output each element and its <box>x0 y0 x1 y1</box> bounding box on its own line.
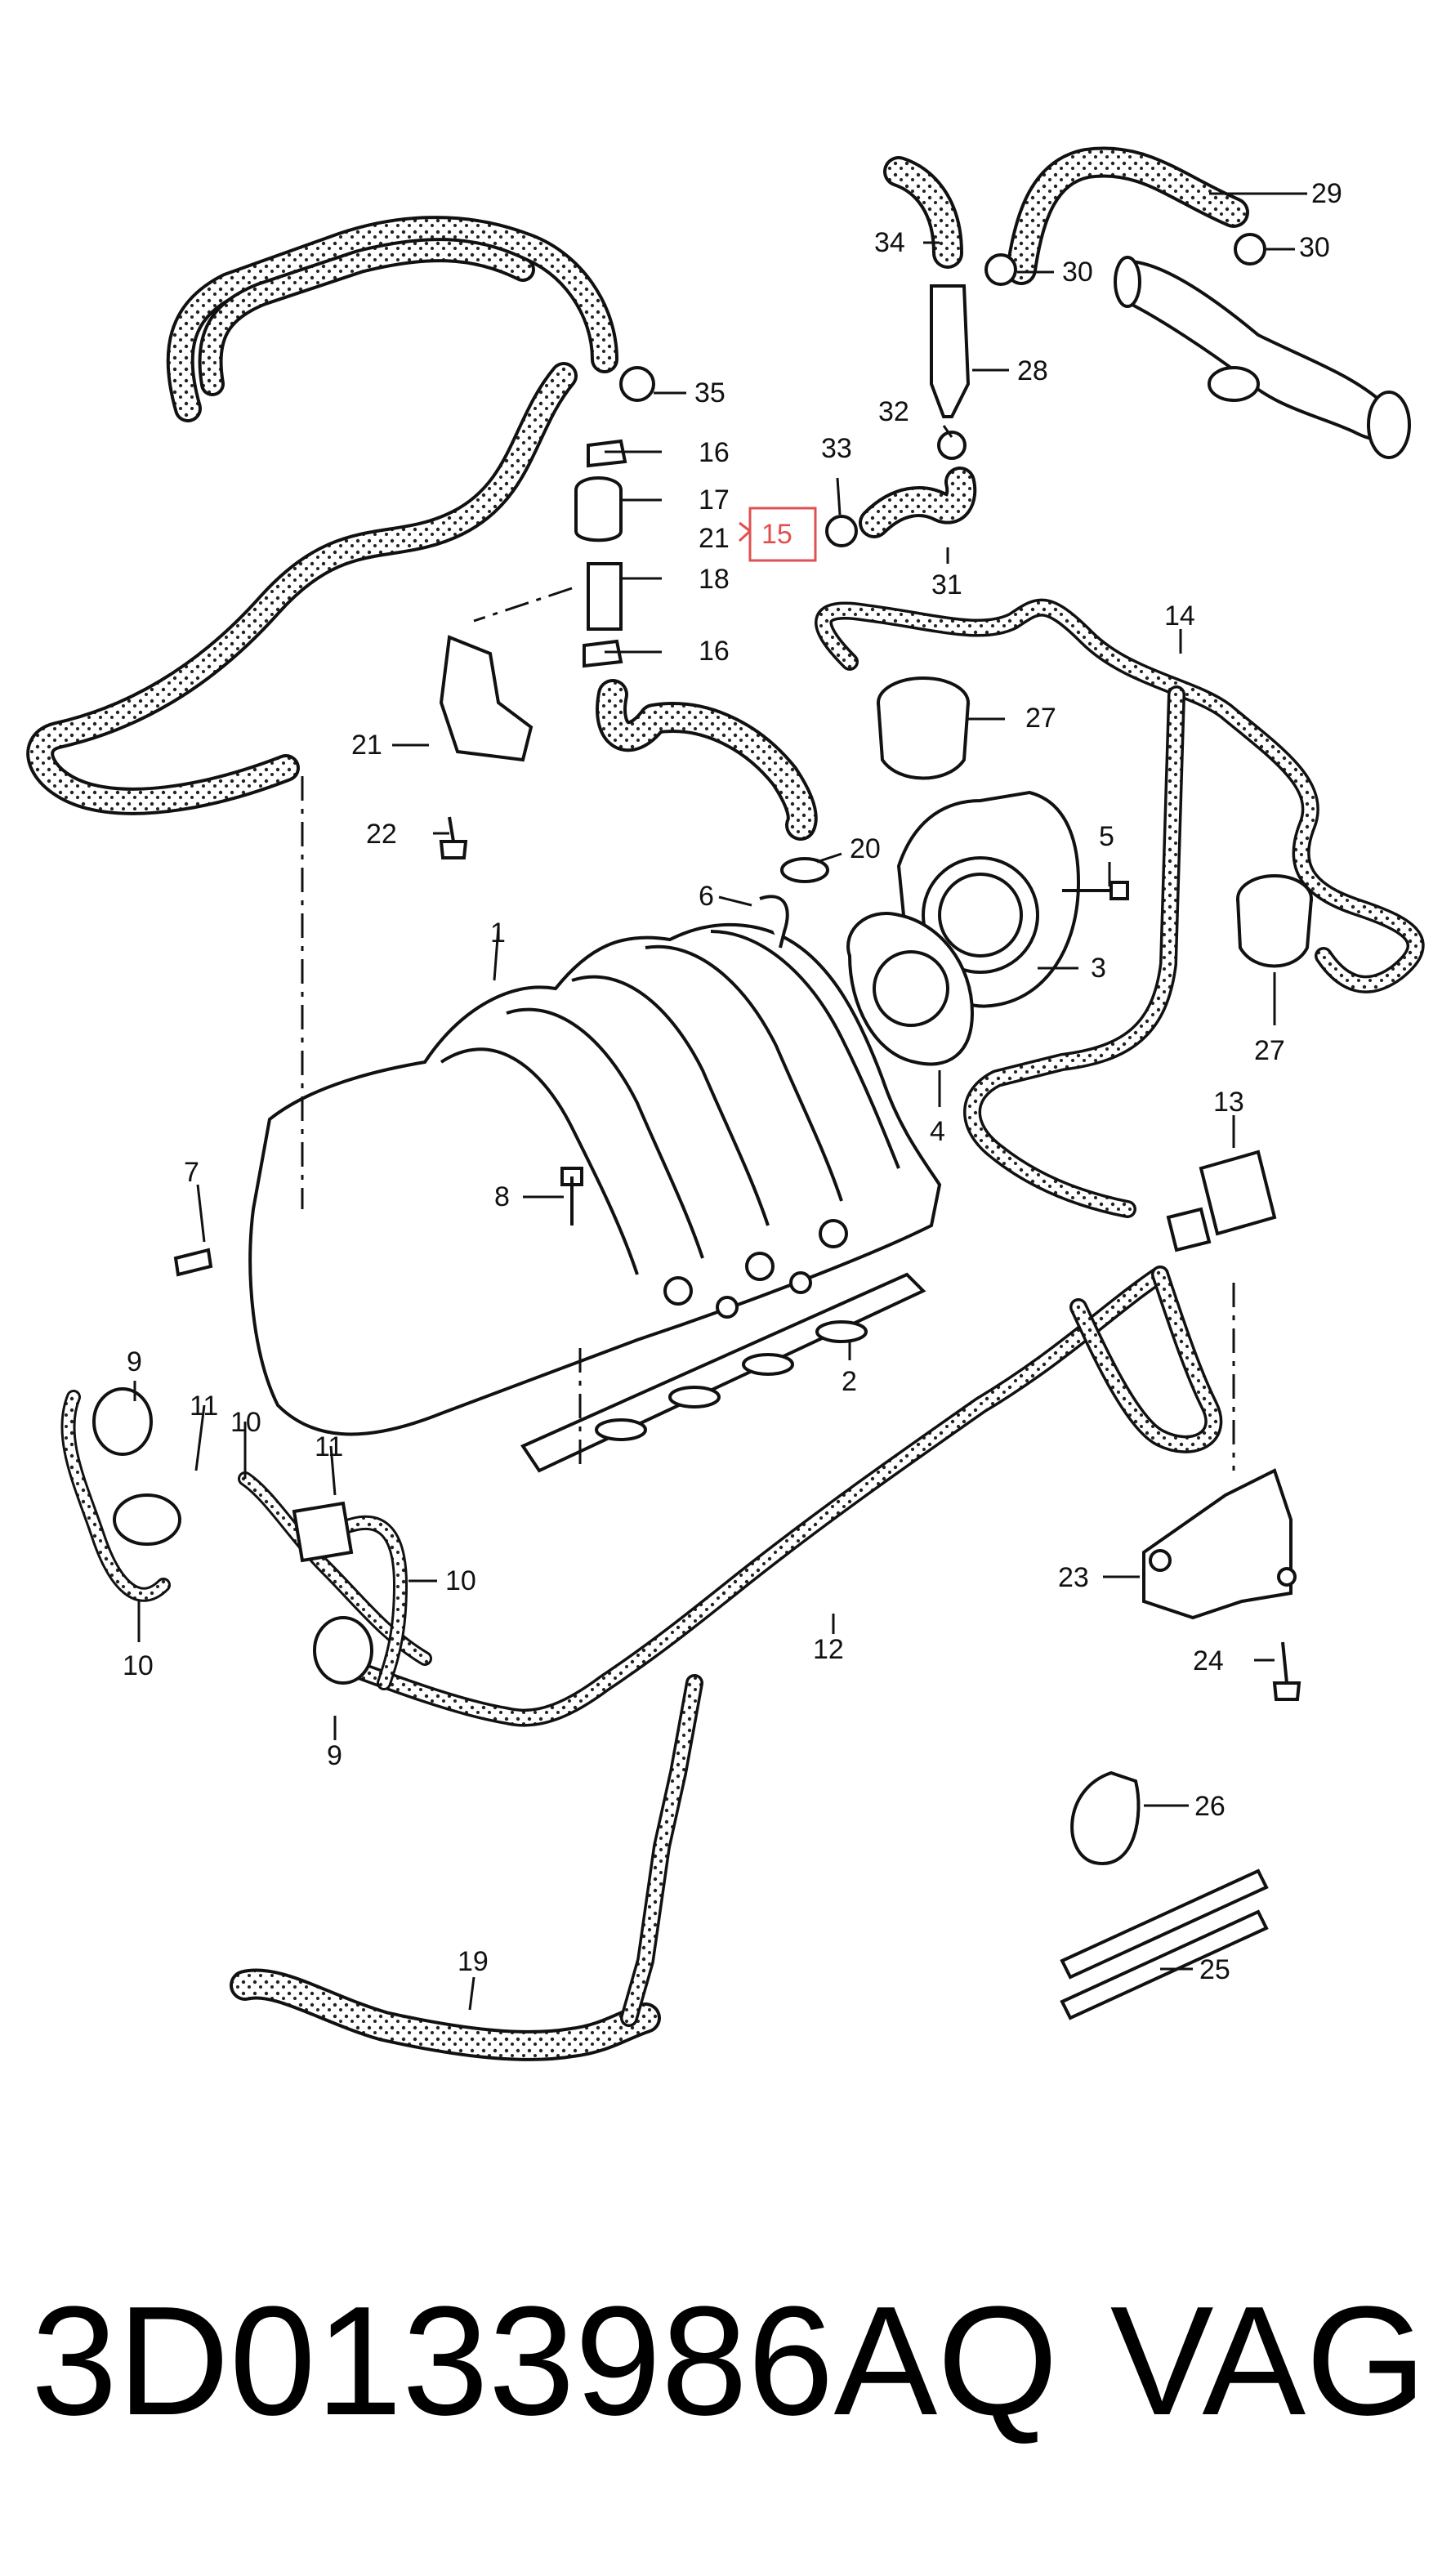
callout-25: 25 <box>1199 1954 1230 1985</box>
pipe-7 <box>173 1248 213 1277</box>
clamp-33 <box>825 515 858 547</box>
callout-5: 5 <box>1099 821 1114 852</box>
callout-9: 9 <box>327 1740 342 1771</box>
callout-13: 13 <box>1213 1087 1244 1118</box>
callout-27: 27 <box>1025 703 1056 734</box>
callout-18: 18 <box>699 564 730 595</box>
bolt-5 <box>1062 881 1129 900</box>
clamp-35 <box>619 366 655 402</box>
hoses <box>26 146 1425 2061</box>
callout-9: 9 <box>127 1346 142 1377</box>
bracket-23 <box>1142 1468 1301 1701</box>
callout-31: 31 <box>931 569 962 600</box>
fitting-28 <box>930 284 971 418</box>
clamp-30a <box>984 253 1017 286</box>
callout-16: 16 <box>699 437 730 468</box>
sensor-17 <box>574 476 623 542</box>
solenoid-13 <box>1166 1150 1277 1252</box>
actuators-9 <box>92 1387 373 1685</box>
callout-leaders <box>133 192 1307 2011</box>
callout-23: 23 <box>1058 1562 1089 1593</box>
callout-15-highlight <box>748 507 817 562</box>
callout-19: 19 <box>458 1946 489 1977</box>
valves-27 <box>877 676 1313 968</box>
callout-21: 21 <box>351 730 382 761</box>
callout-34: 34 <box>874 227 905 258</box>
leader-lines <box>301 587 1235 1471</box>
callout-15: 15 <box>761 519 792 550</box>
clip-16-top <box>587 439 627 468</box>
callout-10: 10 <box>445 1565 476 1596</box>
part-number: 3D0133986AQ <box>31 2275 1059 2448</box>
callout-10: 10 <box>230 1407 261 1438</box>
throttle-body <box>846 790 1081 1066</box>
cable-tie-25b <box>1060 1909 1269 2020</box>
bolt-24 <box>1272 1641 1301 1701</box>
callout-7: 7 <box>184 1157 199 1188</box>
callout-17: 17 <box>699 484 730 516</box>
callout-22: 22 <box>366 819 397 850</box>
callout-4: 4 <box>930 1116 945 1147</box>
callout-12: 12 <box>813 1634 844 1665</box>
callout-24: 24 <box>1193 1645 1224 1676</box>
callout-6: 6 <box>699 881 714 912</box>
callout-3: 3 <box>1091 953 1106 984</box>
callout-20: 20 <box>850 833 881 864</box>
bolt-22 <box>439 816 468 859</box>
callout-27: 27 <box>1254 1035 1285 1066</box>
clamps <box>1060 1770 1269 2020</box>
fitting-6 <box>759 895 789 949</box>
callout-14: 14 <box>1164 600 1195 632</box>
callout-11: 11 <box>190 1391 218 1422</box>
callout-30: 30 <box>1299 232 1330 263</box>
clamp-26 <box>1070 1770 1141 1865</box>
sensor-group <box>439 439 627 859</box>
callout-28: 28 <box>1017 355 1048 386</box>
callout-11: 11 <box>315 1431 343 1462</box>
cable-tie-25a <box>1060 1868 1269 1980</box>
fittings <box>173 233 1266 1277</box>
brand-name: VAG <box>1109 2275 1426 2448</box>
callout-labels: 29 34 30 30 35 28 32 33 16 17 21 15 18 3… <box>123 178 1342 1985</box>
callout-30: 30 <box>1062 257 1093 288</box>
callout-35: 35 <box>694 377 726 408</box>
intake-manifold <box>248 922 942 1473</box>
bolt-8 <box>560 1167 583 1225</box>
callout-2: 2 <box>842 1366 857 1397</box>
air-intake-pipe <box>1114 256 1411 459</box>
callout-21: 21 <box>699 523 730 554</box>
callout-33: 33 <box>821 433 852 464</box>
callout-10: 10 <box>123 1650 154 1681</box>
callout-29: 29 <box>1311 178 1342 209</box>
callout-1: 1 <box>490 917 506 949</box>
callout-32: 32 <box>878 396 909 427</box>
clamp-20 <box>780 857 829 883</box>
sensor-18 <box>587 562 623 631</box>
clamp-30b <box>1234 233 1266 266</box>
clip-16-bottom <box>583 639 623 668</box>
clamp-32 <box>937 431 967 460</box>
callout-8: 8 <box>494 1181 510 1212</box>
callout-16: 16 <box>699 636 730 667</box>
parts-diagram: 29 34 30 30 35 28 32 33 16 17 21 15 18 3… <box>26 146 1425 2061</box>
bracket-21 <box>439 635 534 762</box>
callout-26: 26 <box>1194 1791 1226 1822</box>
